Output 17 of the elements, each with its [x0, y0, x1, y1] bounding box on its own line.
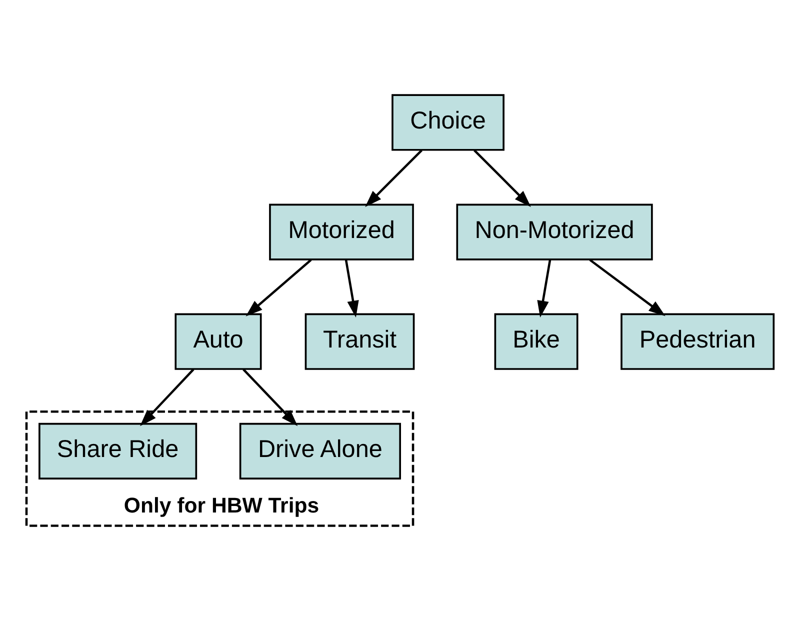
node-box: Choice: [392, 94, 504, 151]
arrow: [589, 258, 666, 316]
node-box: Non-Motorized: [456, 204, 653, 260]
node-box: Auto: [174, 313, 262, 370]
node-box: Share Ride: [38, 422, 198, 480]
arrow: [140, 368, 194, 426]
node-box: Drive Alone: [239, 422, 401, 480]
arrow: [474, 150, 531, 207]
node-box: Bike: [494, 313, 578, 370]
node-box: Pedestrian: [620, 313, 775, 370]
arrow: [537, 260, 552, 318]
arrow: [365, 150, 422, 207]
arrow: [242, 368, 298, 426]
arrow: [344, 260, 359, 318]
node-box: Motorized: [269, 204, 414, 260]
arrow: [246, 259, 312, 316]
node-box: Transit: [304, 313, 415, 370]
